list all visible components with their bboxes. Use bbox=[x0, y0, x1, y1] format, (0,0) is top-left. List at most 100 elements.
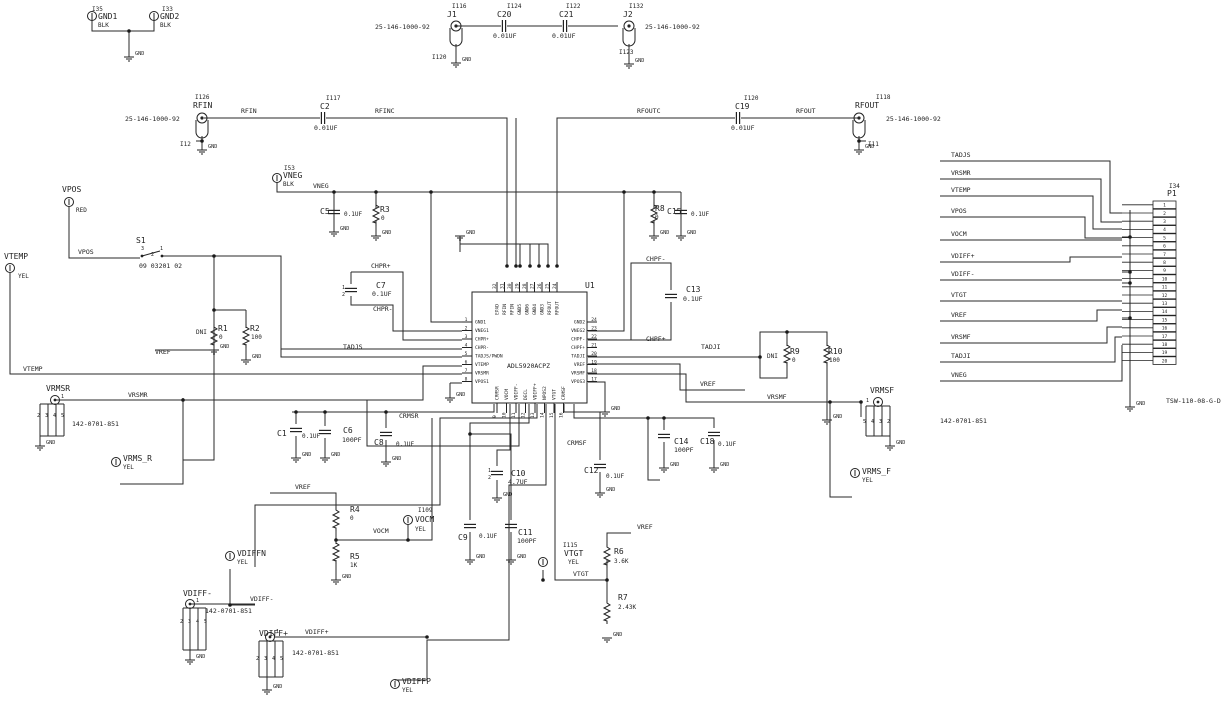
tp-vrms-r[interactable]: VRMS_R YEL bbox=[111, 454, 153, 471]
res-r6[interactable]: R6 3.6K bbox=[603, 543, 629, 569]
smb-vdiff-minus-pin: 5 bbox=[204, 619, 207, 625]
coax-rfin-ref: RFIN bbox=[193, 101, 212, 110]
res-r7[interactable]: R7 2.43K bbox=[603, 593, 636, 625]
ground-label: GND bbox=[503, 492, 512, 498]
res-r3-value: 0 bbox=[381, 215, 385, 222]
connector-pin-number: 19 bbox=[1162, 350, 1168, 356]
chip-pin-number: 19 bbox=[591, 360, 597, 366]
smb-vdiff-plus[interactable]: VDIFF+ 1 2 3 4 5 142-0701-851 bbox=[256, 629, 339, 690]
chip-pin-number: 25 bbox=[545, 283, 551, 289]
chip-pin-label: GND2 bbox=[574, 320, 585, 326]
cap-c8[interactable]: C8 0.1UF bbox=[374, 431, 414, 448]
cap-c9[interactable]: C9 0.1UF bbox=[458, 523, 497, 542]
cap-c5-ref: C5 bbox=[320, 207, 330, 216]
tp-vtemp[interactable]: VTEMP YEL bbox=[4, 252, 29, 280]
connector-net-label: VRSMF bbox=[951, 333, 971, 341]
ground-label: GND bbox=[606, 487, 615, 493]
cap-c10-pin: 2 bbox=[488, 475, 491, 481]
cap-c8-ref: C8 bbox=[374, 438, 384, 447]
cap-c12[interactable]: C12 0.1UF bbox=[584, 463, 624, 480]
connector-net-label: VDIFF+ bbox=[951, 252, 975, 260]
coax-j2-inst: I132 bbox=[629, 3, 644, 10]
cap-c7[interactable]: 1 2 C7 0.1UF bbox=[342, 281, 392, 298]
res-r10[interactable]: R10 100 bbox=[823, 341, 843, 367]
coax-j2[interactable]: I132 J2 25-146-1000-92 I123 bbox=[619, 3, 700, 56]
smb-vrmsf[interactable]: VRMSF 1 5 4 3 2 142-0701-851 bbox=[863, 386, 987, 446]
net-vrsmf: VRSMF bbox=[767, 393, 787, 401]
tp-gnd1[interactable]: I35 GND1 BLK bbox=[87, 6, 118, 29]
cap-c14-ref: C14 bbox=[674, 437, 689, 446]
res-r1[interactable]: R1 0 DNI bbox=[196, 323, 228, 349]
chip-pin-number: 14 bbox=[540, 412, 546, 418]
tp-vtgt-inst: I115 bbox=[563, 542, 578, 549]
res-r2[interactable]: R2 100 bbox=[242, 323, 262, 349]
switch-s1[interactable]: S1 3 2 1 09 03201 02 bbox=[136, 236, 182, 270]
net-vdiff-plus: VDIFF+ bbox=[305, 628, 329, 636]
tp-vpos[interactable]: VPOS RED bbox=[62, 185, 87, 214]
tp-vdiffp[interactable]: VDIFFP YEL bbox=[390, 677, 432, 694]
cap-c6[interactable]: C6 100PF bbox=[318, 426, 362, 444]
tp-gnd2[interactable]: I33 GND2 BLK bbox=[149, 6, 180, 29]
tp-vneg[interactable]: I53 VNEG BLK bbox=[272, 165, 303, 188]
coax-j1-inst: I116 bbox=[452, 3, 467, 10]
res-r5[interactable]: R5 1K bbox=[332, 539, 360, 569]
cap-c18[interactable]: C18 0.1UF bbox=[700, 431, 736, 448]
res-r3[interactable]: R3 0 bbox=[372, 201, 390, 227]
smb-vdiff-minus[interactable]: VDIFF- 1 2 3 4 5 142-0701-851 bbox=[180, 589, 252, 660]
net-rfin: RFIN bbox=[241, 107, 257, 115]
res-r9-ref: R9 bbox=[790, 347, 800, 356]
cap-c15[interactable]: C15 0.1UF bbox=[667, 207, 709, 218]
coax-j1[interactable]: I116 J1 25-146-1000-92 I120 bbox=[375, 3, 467, 61]
ground-label: GND bbox=[382, 230, 391, 236]
res-r4-value: 0 bbox=[350, 515, 354, 522]
junction-dots bbox=[127, 29, 1132, 639]
chip-pin-number: 16 bbox=[559, 412, 565, 418]
cap-c14[interactable]: C14 100PF bbox=[657, 433, 694, 454]
smb-vdiff-plus-pin: 4 bbox=[272, 656, 275, 662]
smb-vdiff-minus-pin: 3 bbox=[188, 619, 191, 625]
connector-pin-number: 6 bbox=[1163, 244, 1166, 250]
res-r8[interactable]: R8 0 bbox=[650, 201, 665, 227]
chip-pin-number: 24 bbox=[591, 317, 597, 323]
smb-vrmsr[interactable]: VRMSR 1 2 3 4 5 142-0701-851 bbox=[37, 384, 119, 446]
chip-pin-label: VNEG2 bbox=[571, 328, 585, 334]
chip-u1[interactable]: U1 ADL5920ACPZ 1GND12VNEG13CHPR+4CHPR-5T… bbox=[462, 281, 597, 418]
cap-c2[interactable]: C2 I117 0.01UF bbox=[314, 95, 341, 132]
ground-label: GND bbox=[865, 144, 874, 150]
cap-c5[interactable]: C5 0.1UF bbox=[320, 207, 362, 218]
chip-pin-label: GND1 bbox=[475, 320, 486, 326]
coax-rfout-ref: RFOUT bbox=[855, 101, 879, 110]
coax-rfin[interactable]: I126 RFIN 25-146-1000-92 I12 bbox=[125, 94, 212, 148]
cap-c10[interactable]: 1 2 C10 4.7UF bbox=[488, 468, 528, 486]
res-r2-value: 100 bbox=[251, 334, 262, 341]
tp-vrms-f[interactable]: VRMS_F YEL bbox=[850, 467, 892, 484]
ground-label: GND bbox=[196, 654, 205, 660]
ground-label: GND bbox=[340, 226, 349, 232]
cap-c11[interactable]: C11 100PF bbox=[504, 523, 537, 545]
cap-c10-pin: 1 bbox=[488, 468, 491, 474]
tp-vdiffn[interactable]: VDIFFN YEL bbox=[225, 549, 267, 566]
connector-net-label: TADJS bbox=[951, 151, 971, 159]
cap-c15-ref: C15 bbox=[667, 207, 682, 216]
tp-vocm[interactable]: I109 VOCM YEL bbox=[403, 507, 435, 533]
cap-c1[interactable]: C1 0.1UF bbox=[277, 427, 320, 440]
cap-c11-ref: C11 bbox=[518, 528, 533, 537]
smb-vrmsr-part: 142-0701-851 bbox=[72, 420, 119, 428]
cap-c21[interactable]: C21 I122 0.01UF bbox=[552, 3, 581, 40]
connector-net-label: VNEG bbox=[951, 371, 967, 379]
coax-rfout[interactable]: I118 RFOUT 25-146-1000-92 I11 bbox=[852, 94, 941, 148]
connector-p1-nets: TADJSVRSMRVTEMPVPOSVOCMVDIFF+VDIFF-VTGTV… bbox=[951, 151, 975, 379]
cap-c19[interactable]: C19 I120 0.01UF bbox=[731, 95, 759, 132]
connector-net-label: VDIFF- bbox=[951, 270, 974, 278]
res-r4[interactable]: R4 0 bbox=[332, 505, 360, 532]
cap-c19-inst: I120 bbox=[744, 95, 759, 102]
res-r9[interactable]: R9 0 DNI bbox=[767, 341, 800, 367]
net-rfoutc: RFOUTC bbox=[637, 107, 661, 115]
chip-pin-label: GND3 bbox=[540, 304, 546, 315]
cap-c13[interactable]: C13 0.1UF bbox=[664, 285, 703, 303]
cap-c7-pin: 2 bbox=[342, 292, 345, 298]
tp-vtgt[interactable]: I115 VTGT YEL bbox=[538, 542, 584, 567]
cap-c20[interactable]: C20 I124 0.01UF bbox=[493, 3, 522, 40]
tp-vneg-inst: I53 bbox=[284, 165, 295, 172]
